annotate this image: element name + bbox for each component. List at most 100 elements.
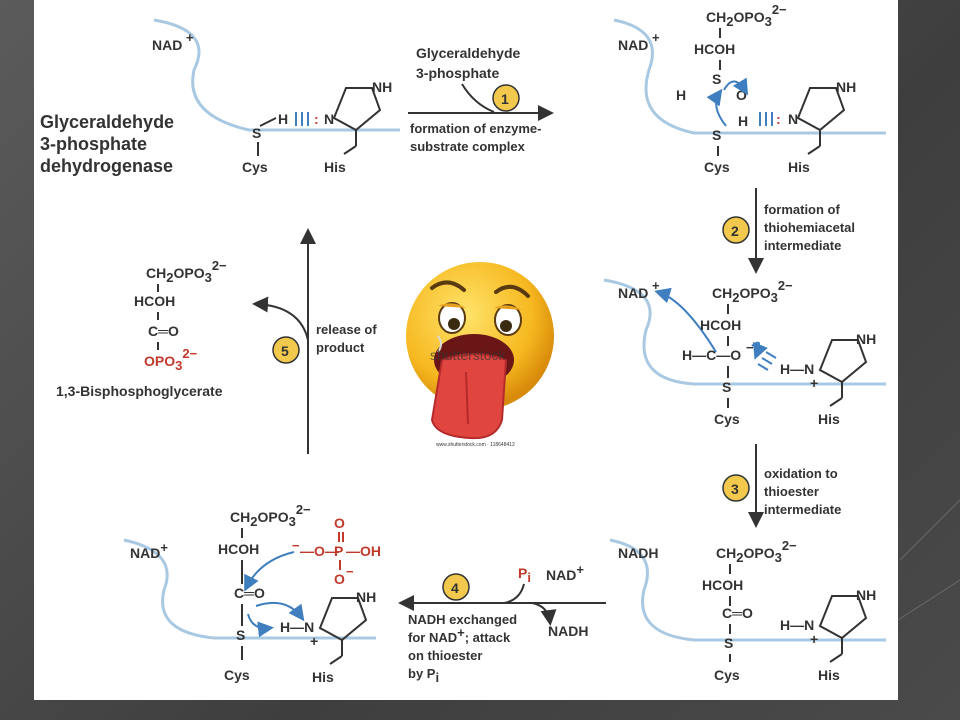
- sulfur-atom: S: [252, 125, 261, 141]
- phosphate-minus-left: −: [292, 538, 300, 553]
- ceqo-4: C═O: [722, 605, 753, 621]
- step2-num: 2: [731, 223, 739, 239]
- step3-line-3: intermediate: [764, 502, 841, 517]
- step4-badge: [442, 573, 470, 601]
- emoji-face-icon: shutterstock www.shutterstock.com · 1186…: [406, 262, 554, 448]
- h-atom-2: H: [676, 87, 686, 103]
- enzyme-name-3: dehydrogenase: [40, 156, 173, 176]
- his-label-4: His: [818, 667, 840, 683]
- step3-badge: [722, 474, 750, 502]
- nh-label-5: NH: [356, 589, 376, 605]
- phosphate-group: O − —O— P —OH O −: [292, 515, 381, 587]
- opo3-red-6: OPO32−: [144, 346, 198, 373]
- cys-label: Cys: [242, 159, 268, 175]
- watermark-url: www.shutterstock.com · 118648412: [436, 442, 515, 448]
- step2-badge: [722, 216, 750, 244]
- step1-badge: [492, 84, 520, 112]
- hcoh-3: HCOH: [700, 317, 741, 333]
- ch2opo3-5: CH2OPO32−: [230, 502, 311, 529]
- phosphate-link: —O—: [300, 543, 339, 559]
- step-2: 2 formation of thiohemiacetal intermedia…: [722, 188, 855, 274]
- hcoh-5: HCOH: [218, 541, 259, 557]
- panel-enzyme: NAD + Glyceraldehyde 3-phosphate dehydro…: [40, 18, 400, 176]
- step1-line-2: substrate complex: [410, 139, 526, 154]
- enzyme-name-1: Glyceraldehyde: [40, 112, 174, 132]
- ch2opo3-2: CH2OPO32−: [706, 2, 787, 29]
- ceqo-6: C═O: [148, 323, 179, 339]
- imidazole-ring-1: [332, 87, 382, 155]
- nh-label-3: NH: [856, 331, 876, 347]
- phosphate-oh: —OH: [346, 543, 381, 559]
- his-label-2: His: [788, 159, 810, 175]
- n-atom-2: N: [788, 111, 798, 127]
- step1-num: 1: [501, 91, 509, 107]
- phosphate-minus-bottom: −: [346, 564, 354, 579]
- cys-label-3: Cys: [714, 411, 740, 427]
- his-label-5: His: [312, 669, 334, 685]
- his-label-3: His: [818, 411, 840, 427]
- step4-num: 4: [451, 580, 459, 596]
- s-atom-3: S: [722, 379, 731, 395]
- step5-badge: [272, 336, 300, 364]
- hcoh-2: HCOH: [694, 41, 735, 57]
- hbond-dashes: [295, 112, 309, 126]
- panel-phosphate-attack: NAD+ CH2OPO32− HCOH C═O S Cys O − —O— P …: [123, 502, 381, 685]
- product-name: 1,3-Bisphosphoglycerate: [56, 383, 223, 399]
- nad-plus-sup-2: +: [652, 30, 660, 45]
- hn-3: H—N: [780, 361, 814, 377]
- h2-atom-2: H: [738, 113, 748, 129]
- watermark-brand: shutterstock: [430, 347, 506, 363]
- step3-line-2: thioester: [764, 484, 819, 499]
- hcoh-6: HCOH: [134, 293, 175, 309]
- plus-charge-3: +: [810, 375, 818, 391]
- hco-3: H—C—O: [682, 347, 741, 363]
- step1-line-1: formation of enzyme-: [410, 121, 541, 136]
- phosphate-p: P: [334, 543, 343, 559]
- step1-reactant-1: Glyceraldehyde: [416, 45, 520, 61]
- nad-label-3: NAD: [618, 285, 648, 301]
- plus-charge-5: +: [310, 633, 318, 649]
- nad-plus-sup-3: +: [652, 278, 660, 293]
- step-5: 5 release of product: [252, 228, 377, 454]
- hcoh-4: HCOH: [702, 577, 743, 593]
- nad-label-5: NAD+: [130, 540, 168, 561]
- step3-num: 3: [731, 481, 739, 497]
- step2-line-3: intermediate: [764, 238, 841, 253]
- nh-label-2: NH: [836, 79, 856, 95]
- pi-label: Pi: [518, 565, 531, 585]
- hn-4: H—N: [780, 617, 814, 633]
- nad-label-step4: NAD+: [546, 562, 584, 583]
- panel-product: CH2OPO32− HCOH C═O OPO32− 1,3-Bisphospho…: [56, 258, 227, 399]
- nad-label: NAD: [152, 37, 182, 53]
- c-atom-2: S: [712, 71, 721, 87]
- nad-plus-sup: +: [186, 30, 194, 45]
- phosphate-o-top: O: [334, 515, 345, 531]
- lone-pair: :: [314, 111, 319, 127]
- panel-thiohemiacetal: NAD + CH2OPO32− HCOH H—C—O − S Cys H—N +…: [603, 278, 886, 427]
- nh-label-4: NH: [856, 587, 876, 603]
- cys-label-2: Cys: [704, 159, 730, 175]
- nadh-label-4: NADH: [618, 545, 658, 561]
- ch2opo3-3: CH2OPO32−: [712, 278, 793, 305]
- o-minus-3: −: [746, 340, 754, 355]
- hydrogen-atom: H: [278, 111, 288, 127]
- step2-line-1: formation of: [764, 202, 840, 217]
- step3-line-1: oxidation to: [764, 466, 838, 481]
- slide: NAD + Glyceraldehyde 3-phosphate dehydro…: [34, 0, 898, 700]
- s-atom-2: S: [712, 127, 721, 143]
- s-atom-5: S: [236, 627, 245, 643]
- nh-label: NH: [372, 79, 392, 95]
- phosphate-o-bottom: O: [334, 571, 345, 587]
- panel-complex: NAD + CH2OPO32− HCOH S H O S H Cys : N N…: [613, 2, 886, 175]
- reaction-diagram: NAD + Glyceraldehyde 3-phosphate dehydro…: [40, 2, 886, 685]
- his-label: His: [324, 159, 346, 175]
- step5-num: 5: [281, 343, 289, 359]
- nad-label-2: NAD: [618, 37, 648, 53]
- panel-thioester: NADH CH2OPO32− HCOH C═O S Cys H—N + NH H…: [609, 538, 886, 683]
- step4-line-1: NADH exchanged: [408, 612, 517, 627]
- step-1: Glyceraldehyde 3-phosphate 1 formation o…: [408, 45, 554, 154]
- nadh-label-step4: NADH: [548, 623, 588, 639]
- ceqo-5: C═O: [234, 585, 265, 601]
- step5-line-2: product: [316, 340, 365, 355]
- lone-pair-2: :: [776, 111, 781, 127]
